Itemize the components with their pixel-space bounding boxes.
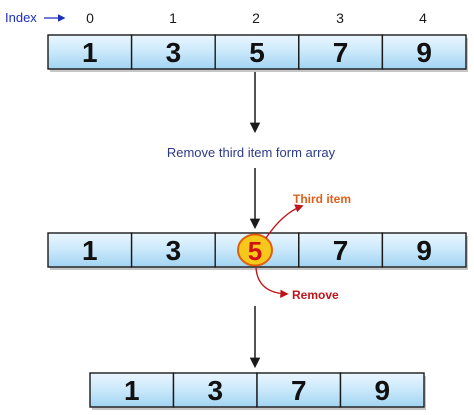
array-cell	[130, 232, 216, 268]
highlight-ellipse	[237, 233, 273, 267]
array-initial: 1 3 5 7 9	[47, 34, 468, 72]
step-caption: Remove third item form array	[167, 145, 336, 160]
cell-value: 7	[333, 235, 349, 266]
third-item-highlight: 5	[237, 233, 273, 267]
array-cell	[47, 232, 133, 268]
cell-value: 7	[291, 375, 307, 406]
array-cell	[47, 34, 133, 70]
index-label: Index	[5, 10, 37, 25]
cell-value: 1	[124, 375, 140, 406]
third-item-label: Third item	[293, 192, 351, 206]
array-cell	[298, 34, 384, 70]
array-cell	[339, 372, 425, 408]
cell-value: 5	[249, 37, 265, 68]
highlight-digit: 5	[248, 236, 262, 266]
cell-value: 1	[82, 37, 98, 68]
cell-value: 9	[416, 235, 432, 266]
remove-label: Remove	[292, 288, 339, 302]
cell-value: 1	[82, 235, 98, 266]
index-value: 4	[419, 10, 427, 26]
cell-value: 9	[416, 37, 432, 68]
third-item-arrow	[265, 204, 304, 239]
cell-value: 3	[166, 235, 182, 266]
index-row: 0 1 2 3 4	[86, 10, 427, 26]
array-cell	[130, 34, 216, 70]
array-cell	[89, 372, 175, 408]
cell-value: 9	[374, 375, 390, 406]
index-value: 1	[169, 10, 177, 26]
cell-value: 7	[333, 37, 349, 68]
index-value: 2	[252, 10, 260, 26]
cell-value: 3	[207, 375, 223, 406]
index-value: 0	[86, 10, 94, 26]
index-value: 3	[336, 10, 344, 26]
array-result: 1 3 7 9	[89, 372, 426, 410]
remove-arrow	[255, 267, 289, 298]
cell-value: 3	[166, 37, 182, 68]
array-cell	[214, 34, 300, 70]
array-cell	[172, 372, 258, 408]
array-cell	[381, 232, 467, 268]
array-cell	[381, 34, 467, 70]
